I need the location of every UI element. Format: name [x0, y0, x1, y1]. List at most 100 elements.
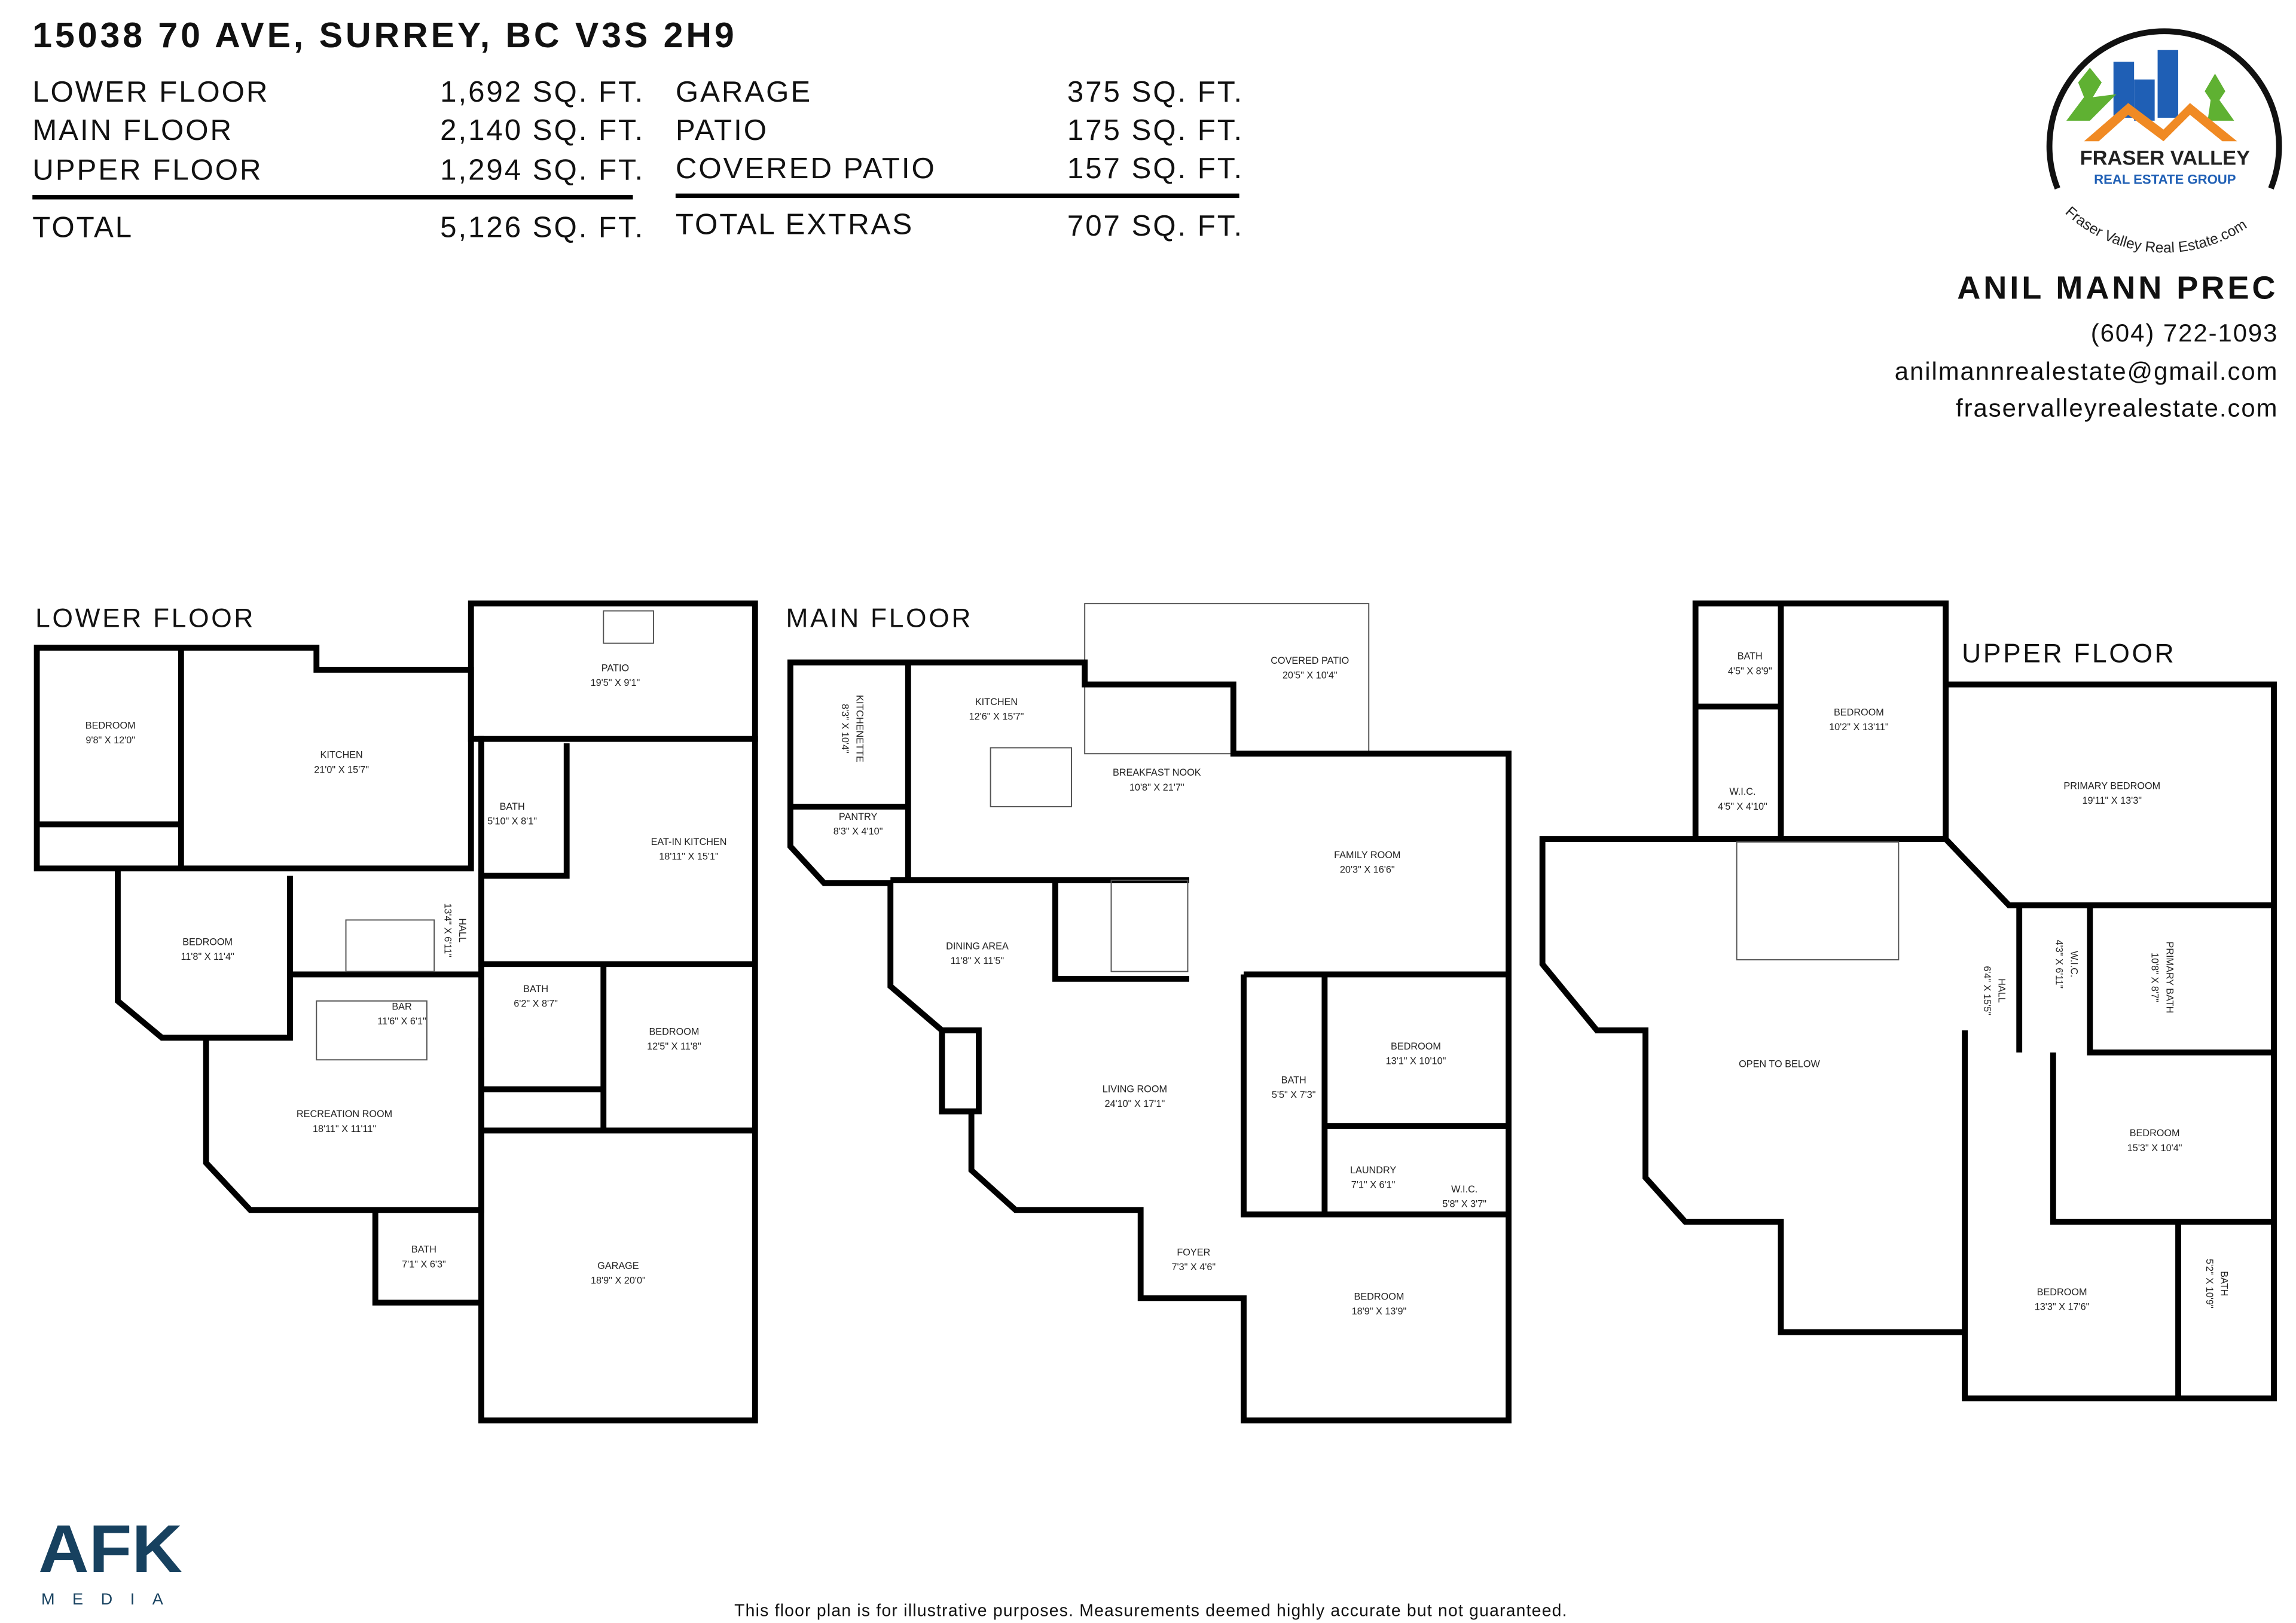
room-dimensions: 21'0" X 15'7" [314, 764, 369, 775]
room-dimensions: 10'2" X 13'11" [1829, 722, 1889, 733]
property-address: 15038 70 AVE, SURREY, BC V3S 2H9 [32, 16, 737, 55]
room-label: FOYER 7'3" X 4'6" [1171, 1247, 1216, 1273]
room-dimensions: 7'1" X 6'3" [402, 1259, 446, 1270]
area-label: UPPER FLOOR [32, 153, 262, 186]
room-name: BEDROOM [1391, 1041, 1441, 1052]
room-name: COVERED PATIO [1271, 655, 1349, 666]
room-name: PRIMARY BATH [2164, 941, 2175, 1013]
room-dimensions: 19'11" X 13'3" [2082, 795, 2142, 806]
agent-website[interactable]: fraservalleyrealestate.com [1956, 394, 2278, 422]
total-value: 5,126 SQ. FT. [440, 210, 645, 243]
room-name: BEDROOM [2130, 1128, 2180, 1139]
room-dimensions: 15'3" X 10'4" [2127, 1143, 2182, 1154]
room-name: BEDROOM [1834, 707, 1884, 718]
room-label: BEDROOM 15'3" X 10'4" [2127, 1128, 2182, 1154]
room-name: KITCHEN [320, 750, 362, 761]
room-name: DINING AREA [946, 941, 1009, 952]
agent-phone[interactable]: (604) 722-1093 [2091, 319, 2279, 347]
room-label: DINING AREA 11'8" X 11'5" [946, 941, 1009, 967]
room-name: FAMILY ROOM [1334, 850, 1400, 861]
agent-name: ANIL MANN PREC [1957, 270, 2278, 306]
room-name: PATIO [602, 663, 629, 673]
room-name: BATH [500, 801, 525, 812]
room-dimensions: 4'3" X 6'11" [2054, 939, 2065, 989]
area-value: 1,294 SQ. FT. [440, 153, 645, 186]
room-dimensions: 5'2" X 10'9" [2204, 1259, 2215, 1308]
room-dimensions: 19'5" X 9'1" [591, 678, 640, 688]
room-name: BAR [392, 1002, 411, 1012]
fraser-valley-logo: FRASER VALLEY REAL ESTATE GROUP Fraser V… [2046, 28, 2282, 256]
room-name: HALL [1996, 978, 2007, 1003]
room-dimensions: 13'1" X 10'10" [1386, 1056, 1446, 1067]
room-dimensions: 18'9" X 20'0" [591, 1275, 646, 1286]
room-dimensions: 10'8" X 8'7" [2150, 953, 2160, 1002]
room-label: OPEN TO BELOW [1739, 1059, 1820, 1070]
room-dimensions: 18'11" X 15'1" [659, 851, 719, 862]
room-label: PATIO 19'5" X 9'1" [591, 663, 640, 688]
room-name: W.I.C. [1729, 786, 1755, 797]
area-table-left: LOWER FLOOR 1,692 SQ. FT. MAIN FLOOR 2,1… [32, 75, 645, 243]
area-value: 1,692 SQ. FT. [440, 75, 645, 108]
total-label: TOTAL [32, 210, 133, 243]
room-name: PRIMARY BEDROOM [2063, 780, 2160, 791]
room-dimensions: 4'5" X 8'9" [1728, 666, 1772, 676]
room-label: W.I.C.4'3" X 6'11" [2054, 939, 2080, 989]
room-name: GARAGE [597, 1261, 639, 1271]
main-floor-plan [787, 603, 1512, 1424]
room-dimensions: 8'3" X 10'4" [839, 704, 850, 753]
afk-media-logo: AFK MEDIA [38, 1511, 182, 1608]
room-label: PRIMARY BEDROOM 19'11" X 13'3" [2063, 780, 2160, 806]
room-dimensions: 18'9" X 13'9" [1352, 1306, 1407, 1317]
area-label: PATIO [676, 114, 768, 147]
room-dimensions: 12'6" X 15'7" [969, 712, 1024, 722]
area-label: GARAGE [676, 75, 812, 108]
area-value: 2,140 SQ. FT. [440, 114, 645, 147]
room-label: BEDROOM 13'1" X 10'10" [1386, 1041, 1446, 1067]
room-name: LIVING ROOM [1103, 1084, 1167, 1094]
room-name: W.I.C. [2068, 951, 2079, 977]
area-value: 375 SQ. FT. [1067, 75, 1244, 108]
room-name: BATH [2218, 1271, 2229, 1296]
room-dimensions: 5'10" X 8'1" [487, 816, 537, 826]
room-label: GARAGE 18'9" X 20'0" [591, 1261, 646, 1286]
upper-floor-plan [1539, 600, 2277, 1402]
area-value: 157 SQ. FT. [1067, 152, 1244, 185]
room-name: BATH [523, 984, 548, 994]
room-label: KITCHEN 21'0" X 15'7" [314, 750, 369, 776]
afk-media-text: MEDIA [41, 1590, 181, 1608]
room-label: W.I.C.5'8" X 3'7" [1442, 1184, 1486, 1210]
room-name: LAUNDRY [1350, 1165, 1396, 1176]
area-table-right: GARAGE 375 SQ. FT. PATIO 175 SQ. FT. COV… [676, 75, 1244, 242]
agent-email[interactable]: anilmannrealestate@gmail.com [1895, 357, 2279, 385]
room-dimensions: 5'5" X 7'3" [1272, 1090, 1316, 1100]
room-name: RECREATION ROOM [297, 1109, 392, 1119]
lower-floor-plan [33, 600, 758, 1424]
room-name: FOYER [1177, 1247, 1210, 1258]
room-dimensions: 13'3" X 17'6" [2035, 1302, 2090, 1313]
room-dimensions: 7'3" X 4'6" [1171, 1262, 1216, 1273]
main-floor-title: MAIN FLOOR [786, 604, 973, 633]
room-name: BEDROOM [182, 936, 233, 947]
lower-floor-title: LOWER FLOOR [35, 604, 255, 633]
room-name: BREAKFAST NOOK [1113, 767, 1201, 778]
room-dimensions: 18'11" X 11'11" [313, 1124, 376, 1134]
room-dimensions: 11'8" X 11'5" [951, 956, 1004, 966]
agent-contact: ANIL MANN PREC (604) 722-1093 anilmannre… [1895, 270, 2279, 422]
room-label: BEDROOM 10'2" X 13'11" [1829, 707, 1889, 733]
room-label: W.I.C.4'5" X 4'10" [1718, 786, 1767, 812]
room-name: BEDROOM [86, 720, 136, 731]
area-value: 175 SQ. FT. [1067, 114, 1244, 147]
